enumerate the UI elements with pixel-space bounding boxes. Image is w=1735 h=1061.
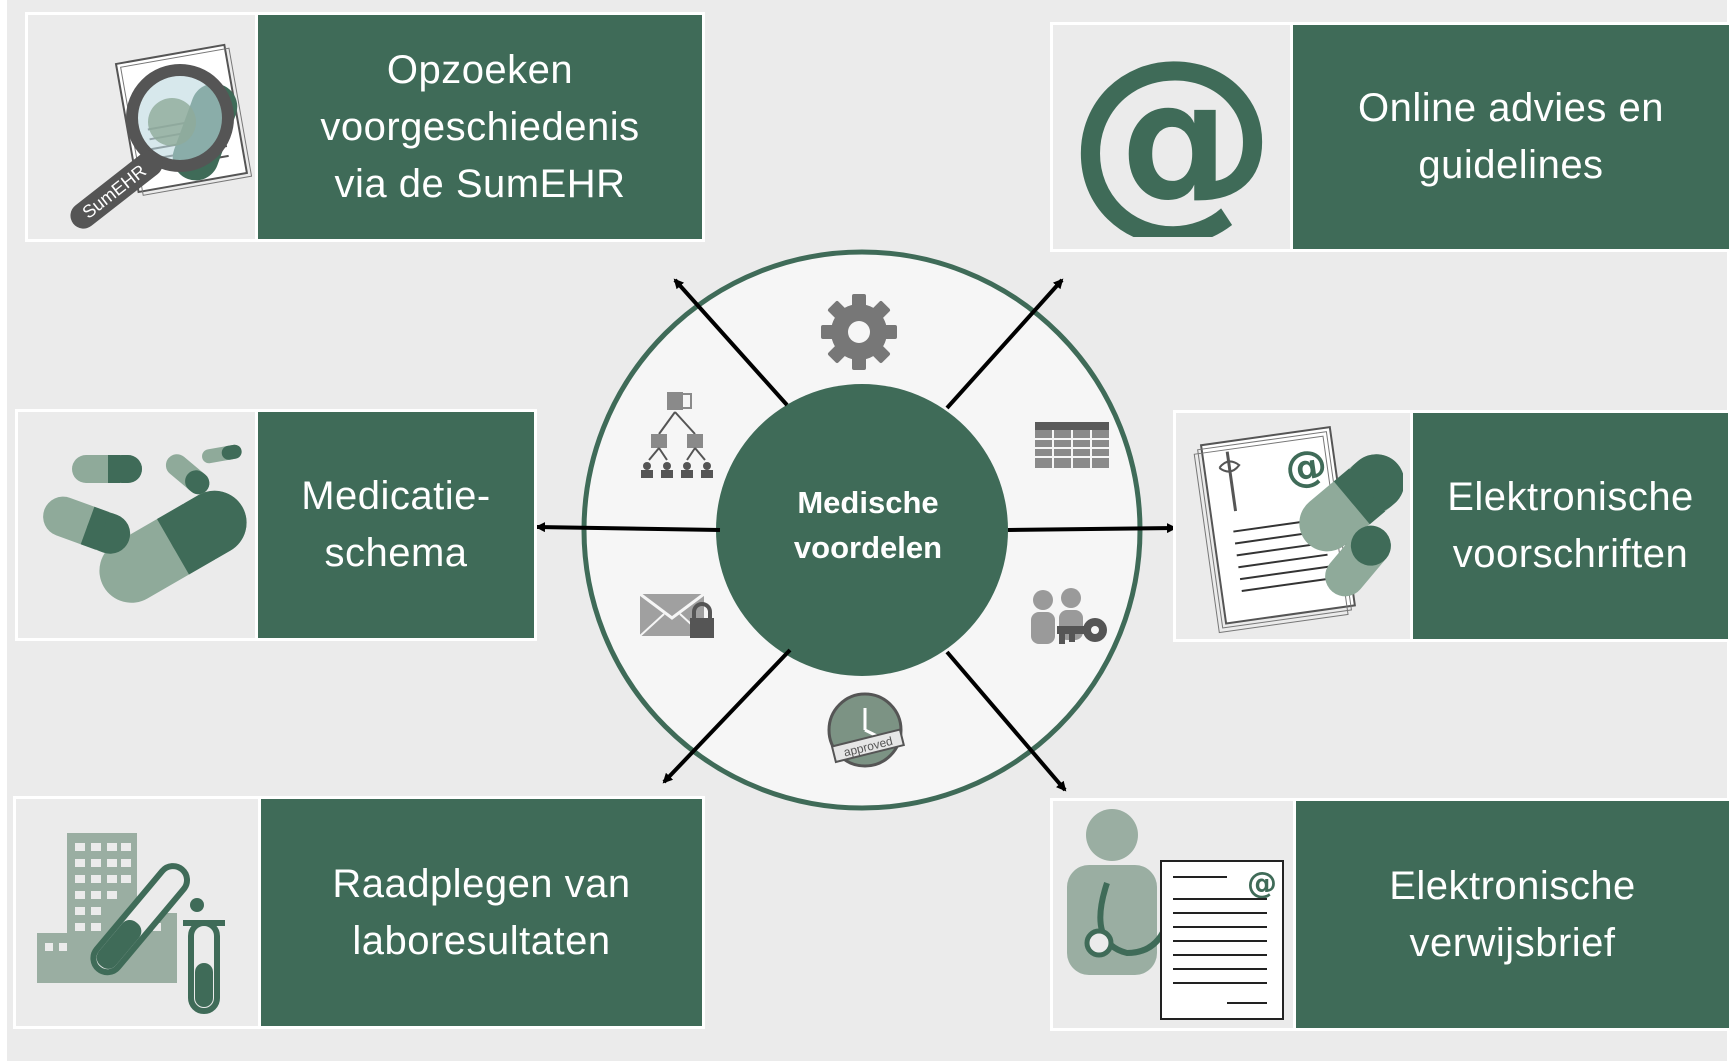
online-label: Online advies en guidelines	[1358, 86, 1664, 187]
table-icon	[1035, 422, 1109, 468]
hierarchy-icon	[641, 392, 713, 478]
mail-lock-icon	[639, 592, 714, 638]
medication-label: Medicatie- schema	[301, 474, 491, 575]
arrow-bottom-left	[662, 648, 792, 784]
card-medication: Medicatie- schema	[15, 409, 537, 641]
prescriptions-label-box: Elektronische voorschriften	[1413, 413, 1728, 639]
card-referral: @ Elektronische verwijsbrief	[1050, 798, 1732, 1031]
lab-icon-box	[16, 799, 258, 1026]
lab-tube-building-icon	[37, 832, 225, 1014]
capsules-icon	[42, 444, 247, 603]
card-sumehr: SumEHR Opzoeken voorgeschiedenis via de …	[25, 12, 705, 242]
center-label: Medische voordelen	[793, 485, 943, 565]
svg-text:@: @	[1282, 439, 1330, 493]
card-lab: Raadplegen van laboresultaten	[13, 796, 705, 1029]
referral-label-box: Elektronische verwijsbrief	[1296, 801, 1729, 1028]
svg-text:@: @	[1247, 866, 1277, 901]
card-online: @ Online advies en guidelines	[1050, 22, 1732, 252]
referral-label: Elektronische verwijsbrief	[1389, 863, 1636, 965]
sumehr-label: Opzoeken voorgeschiedenis via de SumEHR	[320, 47, 640, 206]
diagram-canvas: approved	[7, 0, 1732, 1061]
medication-label-box: Medicatie- schema	[258, 412, 534, 638]
lab-label-box: Raadplegen van laboresultaten	[261, 799, 702, 1026]
svg-text:@: @	[1072, 37, 1272, 237]
center-diagram: approved	[535, 249, 1177, 811]
doctor-letter-icon: @	[1067, 808, 1284, 1020]
prescription-pill-icon: @	[1193, 426, 1403, 634]
gear-icon	[821, 294, 897, 370]
center-circle	[716, 384, 1008, 676]
arrow-bottom-right	[945, 650, 1067, 792]
arrow-top-right	[945, 278, 1064, 410]
arrow-left	[535, 522, 721, 533]
online-icon-box: @	[1053, 25, 1290, 249]
arrow-right	[1007, 523, 1177, 534]
users-key-icon	[1031, 588, 1107, 644]
arrow-top-left	[673, 278, 789, 407]
sumehr-label-box: Opzoeken voorgeschiedenis via de SumEHR	[258, 15, 702, 239]
at-sign-icon: @	[1072, 37, 1272, 237]
prescriptions-label: Elektronische voorschriften	[1447, 475, 1694, 576]
referral-icon-box: @	[1053, 801, 1293, 1028]
card-prescriptions: @	[1173, 410, 1731, 642]
prescriptions-icon-box: @	[1176, 413, 1410, 639]
sumehr-icon-box: SumEHR	[28, 15, 255, 239]
medication-icon-box	[18, 412, 255, 638]
lab-label: Raadplegen van laboresultaten	[332, 861, 631, 963]
clock-approved-icon: approved	[827, 692, 906, 768]
magnifier-document-icon: SumEHR	[69, 43, 252, 229]
online-label-box: Online advies en guidelines	[1293, 25, 1729, 249]
